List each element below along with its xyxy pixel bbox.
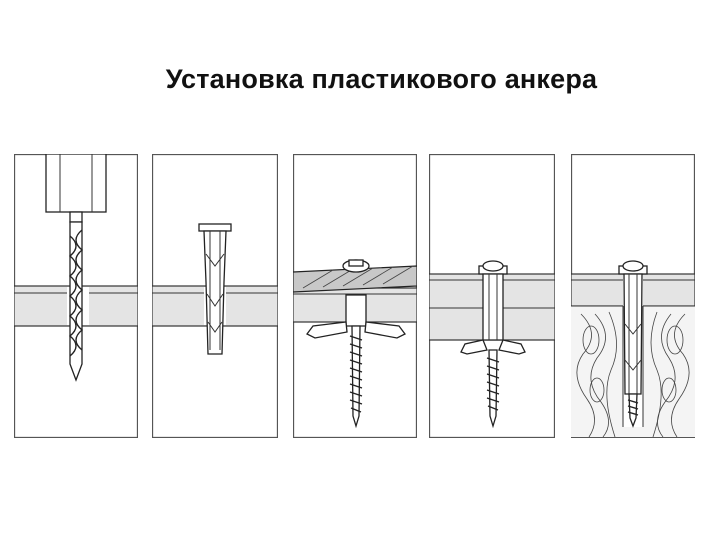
step-3-screw-driving-icon xyxy=(293,154,417,438)
step-4-anchor-expanded-icon xyxy=(429,154,555,438)
step-1-drilling-icon xyxy=(14,154,138,438)
page-title: Установка пластикового анкера xyxy=(165,64,598,94)
step-5-anchor-in-wood-icon xyxy=(571,154,695,438)
step-2-insert-anchor-icon xyxy=(152,154,278,438)
